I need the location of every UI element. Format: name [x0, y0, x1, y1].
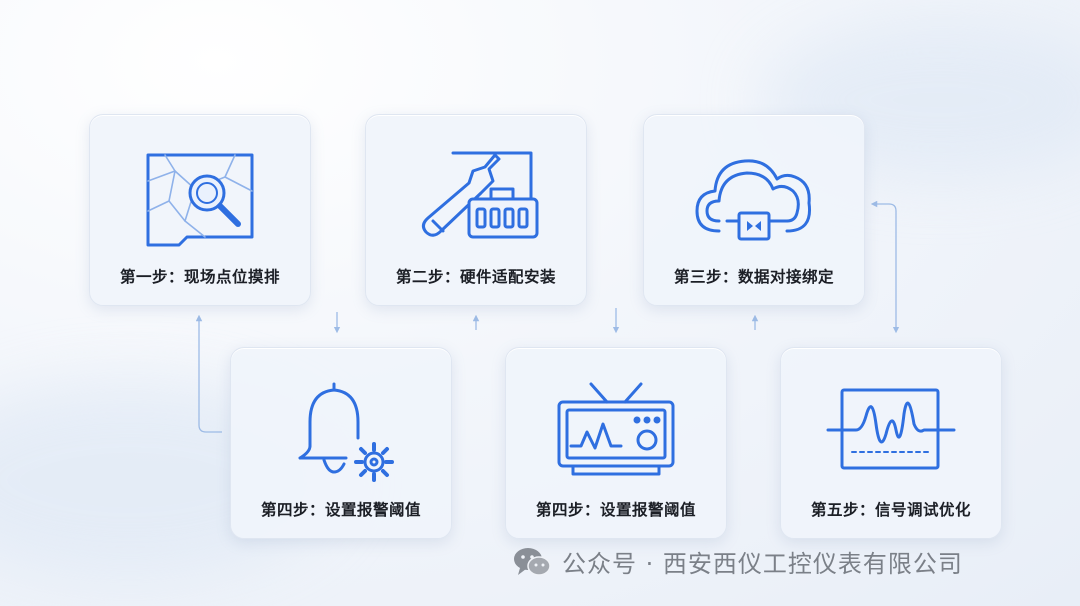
footer-watermark: 公众号 · 西安西仪工控仪表有限公司	[512, 544, 963, 579]
step-label-5: 第四步：设置报警阈值	[535, 501, 696, 519]
map-search-icon	[146, 153, 254, 247]
step-card-3[interactable]: 第三步：数据对接绑定	[643, 114, 865, 306]
monitor-waveform-icon	[557, 382, 675, 476]
cloud-connect-icon	[695, 159, 812, 241]
connector-step3-step6	[870, 200, 900, 334]
signal-waveform-icon	[826, 388, 956, 470]
step-card-4[interactable]: 第四步：设置报警阈值	[230, 347, 452, 539]
step-label-4: 第四步：设置报警阈值	[260, 501, 421, 519]
step-label-3: 第三步：数据对接绑定	[673, 268, 834, 286]
wrench-toolbox-icon	[421, 151, 539, 239]
connector-step1-step4	[195, 314, 222, 433]
wechat-icon	[514, 547, 551, 576]
step-card-5[interactable]: 第四步：设置报警阈值	[505, 347, 727, 539]
step-label-6: 第五步：信号调试优化	[810, 501, 971, 519]
step-card-2[interactable]: 第二步：硬件适配安装	[365, 114, 587, 306]
step-card-6[interactable]: 第五步：信号调试优化	[780, 347, 1002, 539]
step-label-1: 第一步：现场点位摸排	[119, 268, 280, 286]
footer-text: 公众号 · 西安西仪工控仪表有限公司	[562, 550, 963, 578]
step-card-1[interactable]: 第一步：现场点位摸排	[89, 114, 311, 306]
step-label-2: 第二步：硬件适配安装	[395, 268, 556, 286]
bell-gear-icon	[298, 382, 394, 482]
